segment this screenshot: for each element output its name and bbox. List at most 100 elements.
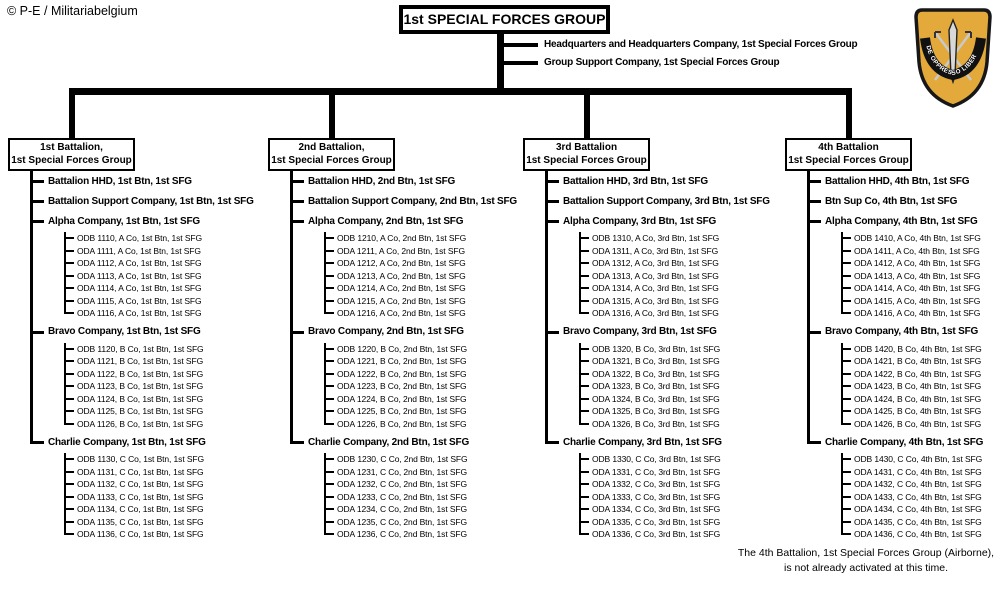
unit-label: Battalion HHD, 1st Btn, 1st SFG — [48, 175, 192, 187]
gsc-label: Group Support Company, 1st Special Force… — [544, 57, 780, 68]
battalion-tree: Battalion HHD, 4th Btn, 1st SFG Btn Sup C… — [807, 171, 1000, 543]
unit-row: Battalion Support Company, 1st Btn, 1st … — [30, 191, 264, 211]
team-label: ODA 1411, A Co, 4th Btn, 1st SFG — [854, 245, 980, 256]
unit-label: Battalion Support Company, 2nd Btn, 1st … — [308, 195, 517, 207]
unit-group: Battalion HHD, 2nd Btn, 1st SFG — [290, 171, 524, 191]
unit-row: Alpha Company, 1st Btn, 1st SFG — [30, 211, 264, 231]
team-label: ODA 1225, B Co, 2nd Btn, 1st SFG — [337, 406, 467, 417]
unit-row: Bravo Company, 2nd Btn, 1st SFG — [290, 322, 524, 342]
team-row: ODA 1333, C Co, 3rd Btn, 1st SFG — [579, 490, 779, 504]
team-row: ODA 1225, B Co, 2nd Btn, 1st SFG — [324, 405, 524, 418]
footnote-line: The 4th Battalion, 1st Special Forces Gr… — [737, 547, 995, 559]
team-label: ODA 1211, A Co, 2nd Btn, 1st SFG — [337, 245, 465, 256]
unit-row: Charlie Company, 1st Btn, 1st SFG — [30, 432, 264, 452]
team-row: ODA 1126, B Co, 1st Btn, 1st SFG — [64, 417, 264, 431]
team-label: ODA 1235, C Co, 2nd Btn, 1st SFG — [337, 516, 468, 527]
team-label: ODB 1120, B Co, 1st Btn, 1st SFG — [77, 343, 204, 354]
unit-group: Battalion HHD, 1st Btn, 1st SFG — [30, 171, 264, 191]
team-label: ODA 1232, C Co, 2nd Btn, 1st SFG — [337, 479, 468, 490]
team-label: ODA 1311, A Co, 3rd Btn, 1st SFG — [592, 245, 719, 256]
team-label: ODA 1436, C Co, 4th Btn, 1st SFG — [854, 529, 982, 540]
team-row: ODA 1425, B Co, 4th Btn, 1st SFG — [841, 405, 1000, 418]
team-label: ODA 1122, B Co, 1st Btn, 1st SFG — [77, 368, 204, 379]
team-label: ODA 1136, C Co, 1st Btn, 1st SFG — [77, 529, 204, 540]
team-row: ODA 1112, A Co, 1st Btn, 1st SFG — [64, 257, 264, 270]
unit-label: Battalion HHD, 4th Btn, 1st SFG — [825, 175, 970, 187]
team-label: ODB 1410, A Co, 4th Btn, 1st SFG — [854, 233, 981, 244]
team-row: ODA 1235, C Co, 2nd Btn, 1st SFG — [324, 515, 524, 529]
team-label: ODA 1335, C Co, 3rd Btn, 1st SFG — [592, 516, 721, 527]
team-row: ODA 1123, B Co, 1st Btn, 1st SFG — [64, 380, 264, 393]
team-label: ODA 1216, A Co, 2nd Btn, 1st SFG — [337, 308, 466, 319]
team-row: ODB 1420, B Co, 4th Btn, 1st SFG — [841, 342, 1000, 356]
unit-label: Alpha Company, 4th Btn, 1st SFG — [825, 215, 978, 227]
team-label: ODA 1323, B Co, 3rd Btn, 1st SFG — [592, 381, 720, 392]
team-row: ODB 1210, A Co, 2nd Btn, 1st SFG — [324, 232, 524, 245]
unit-group: Bravo Company, 4th Btn, 1st SFG ODB 1420,… — [807, 321, 1000, 433]
arrowhead-icon — [934, 31, 941, 38]
team-label: ODA 1432, C Co, 4th Btn, 1st SFG — [854, 479, 982, 490]
team-row: ODA 1321, B Co, 3rd Btn, 1st SFG — [579, 355, 779, 368]
team-label: ODA 1435, C Co, 4th Btn, 1st SFG — [854, 516, 982, 527]
unit-label: Bravo Company, 4th Btn, 1st SFG — [825, 326, 979, 337]
team-label: ODA 1115, A Co, 1st Btn, 1st SFG — [77, 295, 202, 306]
unit-label: Btn Sup Co, 4th Btn, 1st SFG — [825, 195, 958, 207]
team-label: ODA 1334, C Co, 3rd Btn, 1st SFG — [592, 504, 721, 515]
team-row: ODA 1423, B Co, 4th Btn, 1st SFG — [841, 380, 1000, 393]
unit-row: Battalion HHD, 2nd Btn, 1st SFG — [290, 171, 524, 191]
unit-row: Battalion Support Company, 3rd Btn, 1st … — [545, 191, 779, 211]
team-row: ODA 1211, A Co, 2nd Btn, 1st SFG — [324, 244, 524, 258]
unit-label: Alpha Company, 2nd Btn, 1st SFG — [308, 215, 464, 227]
group-title-box: 1st SPECIAL FORCES GROUP — [399, 5, 610, 34]
team-row: ODA 1125, B Co, 1st Btn, 1st SFG — [64, 405, 264, 418]
unit-row: Btn Sup Co, 4th Btn, 1st SFG — [807, 191, 1000, 211]
team-row: ODA 1226, B Co, 2nd Btn, 1st SFG — [324, 417, 524, 431]
unit-row: Alpha Company, 4th Btn, 1st SFG — [807, 211, 1000, 231]
team-row: ODB 1430, C Co, 4th Btn, 1st SFG — [841, 453, 1000, 466]
team-row: ODA 1331, C Co, 3rd Btn, 1st SFG — [579, 465, 779, 479]
team-row: ODA 1432, C Co, 4th Btn, 1st SFG — [841, 478, 1000, 491]
team-label: ODA 1131, C Co, 1st Btn, 1st SFG — [77, 466, 204, 477]
team-label: ODA 1333, C Co, 3rd Btn, 1st SFG — [592, 491, 721, 502]
team-label: ODA 1224, B Co, 2nd Btn, 1st SFG — [337, 393, 467, 404]
team-row: ODA 1335, C Co, 3rd Btn, 1st SFG — [579, 515, 779, 529]
unit-row: Alpha Company, 2nd Btn, 1st SFG — [290, 211, 524, 231]
team-row: ODA 1326, B Co, 3rd Btn, 1st SFG — [579, 417, 779, 431]
team-row: ODA 1233, C Co, 2nd Btn, 1st SFG — [324, 490, 524, 504]
unit-row: Charlie Company, 2nd Btn, 1st SFG — [290, 432, 524, 452]
unit-row: Alpha Company, 3rd Btn, 1st SFG — [545, 211, 779, 231]
team-label: ODA 1111, A Co, 1st Btn, 1st SFG — [77, 245, 201, 256]
unit-label: Battalion HHD, 3rd Btn, 1st SFG — [563, 175, 708, 187]
team-label: ODA 1236, C Co, 2nd Btn, 1st SFG — [337, 529, 468, 540]
battalion-name-line: 1st Special Forces Group — [788, 154, 909, 166]
copyright-text: © P-E / Militariabelgium — [7, 4, 138, 18]
team-label: ODA 1434, C Co, 4th Btn, 1st SFG — [854, 504, 982, 515]
team-label: ODA 1423, B Co, 4th Btn, 1st SFG — [854, 381, 982, 392]
battalion-name-line: 1st Special Forces Group — [526, 154, 647, 166]
team-label: ODA 1412, A Co, 4th Btn, 1st SFG — [854, 258, 981, 269]
battalion-tree: Battalion HHD, 1st Btn, 1st SFG Battalion… — [30, 171, 264, 543]
team-row: ODA 1223, B Co, 2nd Btn, 1st SFG — [324, 380, 524, 393]
connector-title-stem — [497, 31, 504, 92]
beret-flash-insignia: DE OPPRESSO LIBER — [913, 8, 993, 115]
connector-gsc-tick — [504, 61, 538, 65]
team-label: ODA 1121, B Co, 1st Btn, 1st SFG — [77, 356, 204, 367]
team-row: ODB 1120, B Co, 1st Btn, 1st SFG — [64, 342, 264, 356]
unit-row: Battalion Support Company, 2nd Btn, 1st … — [290, 191, 524, 211]
team-row: ODA 1316, A Co, 3rd Btn, 1st SFG — [579, 307, 779, 320]
team-label: ODA 1133, C Co, 1st Btn, 1st SFG — [77, 491, 204, 502]
team-row: ODB 1310, A Co, 3rd Btn, 1st SFG — [579, 232, 779, 245]
team-label: ODA 1231, C Co, 2nd Btn, 1st SFG — [337, 466, 468, 477]
team-label: ODA 1135, C Co, 1st Btn, 1st SFG — [77, 516, 204, 527]
team-label: ODA 1222, B Co, 2nd Btn, 1st SFG — [337, 368, 467, 379]
unit-label: Battalion HHD, 2nd Btn, 1st SFG — [308, 175, 456, 187]
team-row: ODA 1131, C Co, 1st Btn, 1st SFG — [64, 465, 264, 479]
